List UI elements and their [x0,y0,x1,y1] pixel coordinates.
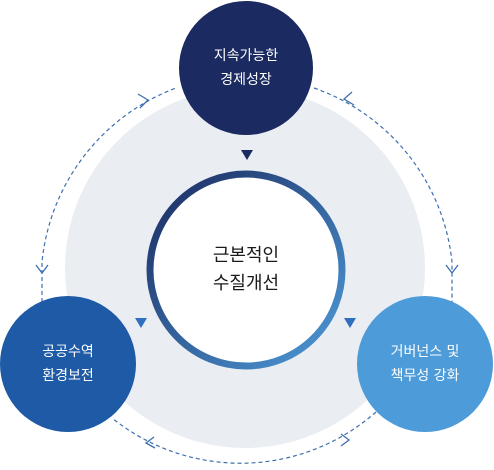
cycle-arrow-top-left [137,93,150,109]
cycle-arrow-right-down [445,264,459,275]
inward-arrow-right [344,318,356,328]
node-top-label: 지속가능한 경제성장 [213,48,279,88]
cycle-arrow-bottom-left [144,436,156,449]
cycle-arrow-left-down [35,264,49,275]
node-right-label: 거버넌스 및 책무성 강화 [390,344,460,384]
node-top-circle [179,1,313,135]
cycle-arc-top-to-right [313,87,453,330]
node-left-label: 공공수역 환경보전 [42,344,94,384]
cycle-arc-right-to-left [111,411,377,464]
node-left-circle [0,296,136,432]
cycle-arrow-bottom-right [340,433,351,447]
node-right-circle [357,296,493,432]
inward-arrow-left [135,318,147,328]
inward-arrow-top [241,150,253,160]
center-ring [146,170,346,370]
cycle-arrow-top-right [342,91,355,106]
center-label: 근본적인 수질개선 [212,245,280,294]
